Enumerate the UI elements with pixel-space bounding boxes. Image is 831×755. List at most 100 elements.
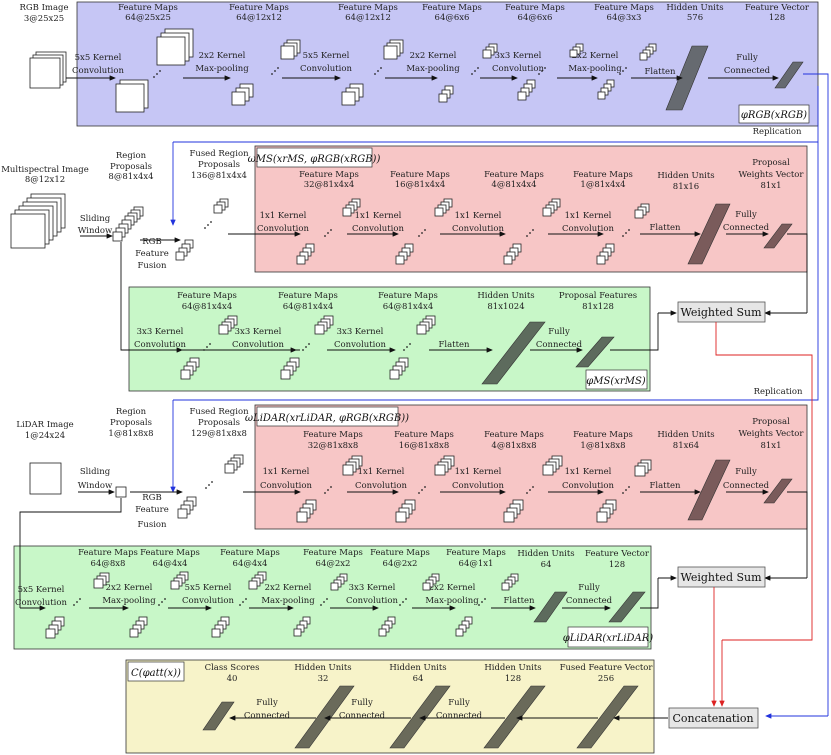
concatenation-box — [668, 707, 759, 729]
lidar-feat-feature-vector — [608, 591, 646, 623]
lidar-proposal-box — [115, 486, 127, 498]
lidar-input-title: LiDAR Image — [16, 420, 73, 430]
classifier-func-label: C(φatt(x)) — [131, 668, 181, 679]
lidar-att-op-5-l1: Flatten — [649, 481, 681, 491]
lidar-feat-layer-2-label: Feature Maps — [140, 548, 200, 558]
ms-feat-hidden-units — [481, 321, 546, 385]
ms-att-op-1-l2: Convolution — [257, 224, 309, 234]
lidar-att-layer-2-label: Feature Maps — [394, 430, 454, 440]
ms-att-layer-5-label: Hidden Units — [657, 171, 714, 181]
lidar-feat-layer-7-label: Hidden Units — [517, 549, 574, 559]
ms-fusion-l3: Fusion — [137, 261, 167, 271]
rgb-input-title: RGB Image — [19, 3, 68, 13]
lidar-att-layer-4-dims: 1@81x8x8 — [580, 441, 625, 451]
classifier-layer-4-dims: 128 — [505, 674, 521, 684]
concatenation-label: Concatenation — [672, 712, 753, 725]
ms-fused-dims: 136@81x4x4 — [191, 171, 247, 181]
lidar-att-op-4-l2: Convolution — [562, 481, 614, 491]
lidar-att-layer-1-dims: 32@81x8x8 — [308, 441, 359, 451]
lidar-feat-layer-5-dims: 64@2x2 — [383, 559, 418, 569]
rgb-layer-6-label: Feature Maps — [594, 3, 654, 13]
lidar-feat-layer-4-label: Feature Maps — [303, 548, 363, 558]
classifier-fused-vector-bar — [576, 685, 639, 749]
rgb-layer-8-dims: 128 — [769, 13, 785, 23]
classifier-layer-2-label: Hidden Units — [294, 663, 351, 673]
lidar-input-dims: 1@24x24 — [25, 431, 65, 441]
lidar-att-shapes — [296, 455, 652, 523]
ms-feat-layer-1-dims: 64@81x4x4 — [182, 302, 233, 312]
classifier-layer-1-label: Class Scores — [205, 663, 260, 673]
ms-feat-op-labels: 3x3 Kernel Convolution 3x3 Kernel Convol… — [134, 327, 583, 350]
lidar-proposals-l1: Region — [116, 407, 147, 417]
lidar-fused-stack — [177, 454, 244, 519]
rgb-layer-4-label: Feature Maps — [422, 3, 482, 13]
lidar-feat-shapes — [45, 571, 519, 639]
lidar-att-layer-3-dims: 4@81x8x8 — [491, 441, 536, 451]
ms-att-func-box — [256, 147, 373, 168]
ms-feat-layer-4-label: Hidden Units — [477, 291, 534, 301]
ms-feat-layer-labels: Feature Maps 64@81x4x4 Feature Maps 64@8… — [177, 291, 637, 312]
ms-feat-layer-5-label: Proposal Features — [559, 291, 637, 301]
rgb-feature-maps-6 — [569, 43, 657, 100]
rgb-feature-maps-2 — [231, 39, 301, 106]
lidar-att-op-1-l2: Convolution — [260, 481, 312, 491]
lidar-feature-panel — [13, 545, 652, 650]
rgb-op-1-l2: Convolution — [72, 66, 124, 76]
lidar-fusion-l3: Fusion — [137, 520, 167, 530]
ms-feat-proposal-features — [575, 336, 615, 368]
ms-weighted-sum-label: Weighted Sum — [680, 306, 762, 319]
lidar-feat-op-5-l1: 3x3 Kernel — [349, 583, 396, 593]
lidar-feat-op-1-l1: 5x5 Kernel — [18, 585, 65, 595]
lidar-att-layer-5-dims: 81x64 — [673, 441, 699, 451]
rgb-input-dims: 3@25x25 — [24, 14, 64, 24]
lidar-att-func-box — [256, 406, 399, 427]
ms-att-layer-1-label: Feature Maps — [299, 170, 359, 180]
lidar-feat-op-4-l2: Max-pooling — [261, 596, 315, 606]
lidar-att-layer-3-label: Feature Maps — [484, 430, 544, 440]
lidar-att-layer-1-label: Feature Maps — [303, 430, 363, 440]
ms-att-layer-1-dims: 32@81x4x4 — [304, 180, 355, 190]
rgb-op-7-l1: Flatten — [644, 67, 676, 77]
lidar-input-image — [29, 462, 62, 495]
rgb-layer-6-dims: 64@3x3 — [607, 13, 642, 23]
lidar-weighted-sum-label: Weighted Sum — [680, 571, 762, 584]
lidar-att-layer-labels: Feature Maps 32@81x8x8 Feature Maps 16@8… — [303, 417, 804, 451]
rgb-feature-vector — [774, 61, 804, 89]
ms-att-layer-5-dims: 81x16 — [673, 182, 699, 192]
classifier-func-box — [127, 661, 185, 682]
lidar-feat-layer-4-dims: 64@2x2 — [316, 559, 351, 569]
rgb-op-2-l2: Max-pooling — [195, 64, 249, 74]
ms-feat-shapes — [180, 315, 436, 380]
rgb-op-2-l1: 2x2 Kernel — [199, 51, 246, 61]
ms-proposals-dims: 8@81x4x4 — [108, 172, 153, 182]
lidar-fused-dims: 129@81x8x8 — [191, 429, 247, 439]
ms-feat-layer-5-dims: 81x128 — [582, 302, 614, 312]
lidar-att-layer-6-l2: Weights Vector — [739, 429, 805, 439]
lidar-sliding-l1: Sliding — [80, 467, 111, 477]
ms-replication-label: Replication — [754, 387, 803, 397]
ms-feat-layer-2-dims: 64@81x4x4 — [283, 302, 334, 312]
ms-feat-to-sum-line — [610, 313, 659, 351]
rgb-op-labels: 5x5 Kernel Convolution 2x2 Kernel Max-po… — [72, 51, 771, 77]
lidar-feat-layer-3-label: Feature Maps — [220, 548, 280, 558]
replication-lines — [170, 73, 829, 719]
rgb-op-3-l2: Convolution — [300, 64, 352, 74]
lidar-att-op-2-l2: Convolution — [355, 481, 407, 491]
ms-att-layer-3-label: Feature Maps — [484, 170, 544, 180]
rgb-layer-1-dims: 64@25x25 — [125, 13, 171, 23]
ms-proposals-l1: Region — [116, 151, 147, 161]
rgb-layer-2-label: Feature Maps — [229, 3, 289, 13]
rgb-op-8-l2: Connected — [724, 66, 771, 76]
lidar-feat-op-2-l2: Max-pooling — [102, 596, 156, 606]
ms-feat-layer-3-label: Feature Maps — [378, 291, 438, 301]
lidar-feat-layer-7-dims: 64 — [541, 560, 552, 570]
classifier-op-1-l2: Connected — [244, 711, 291, 721]
weighted-sum-to-concat-lines — [711, 322, 813, 707]
lidar-feat-to-sum-line — [640, 578, 659, 609]
ms-att-layer-2-dims: 16@81x4x4 — [395, 180, 446, 190]
ms-fused-stack — [175, 198, 229, 261]
lidar-proposals-l2: Proposals — [110, 418, 152, 428]
lidar-feat-op-6-l1: 2x2 Kernel — [429, 583, 476, 593]
ms-weights-to-sum-line — [787, 233, 808, 313]
rgb-layer-labels: Feature Maps 64@25x25 Feature Maps 64@12… — [118, 3, 810, 23]
